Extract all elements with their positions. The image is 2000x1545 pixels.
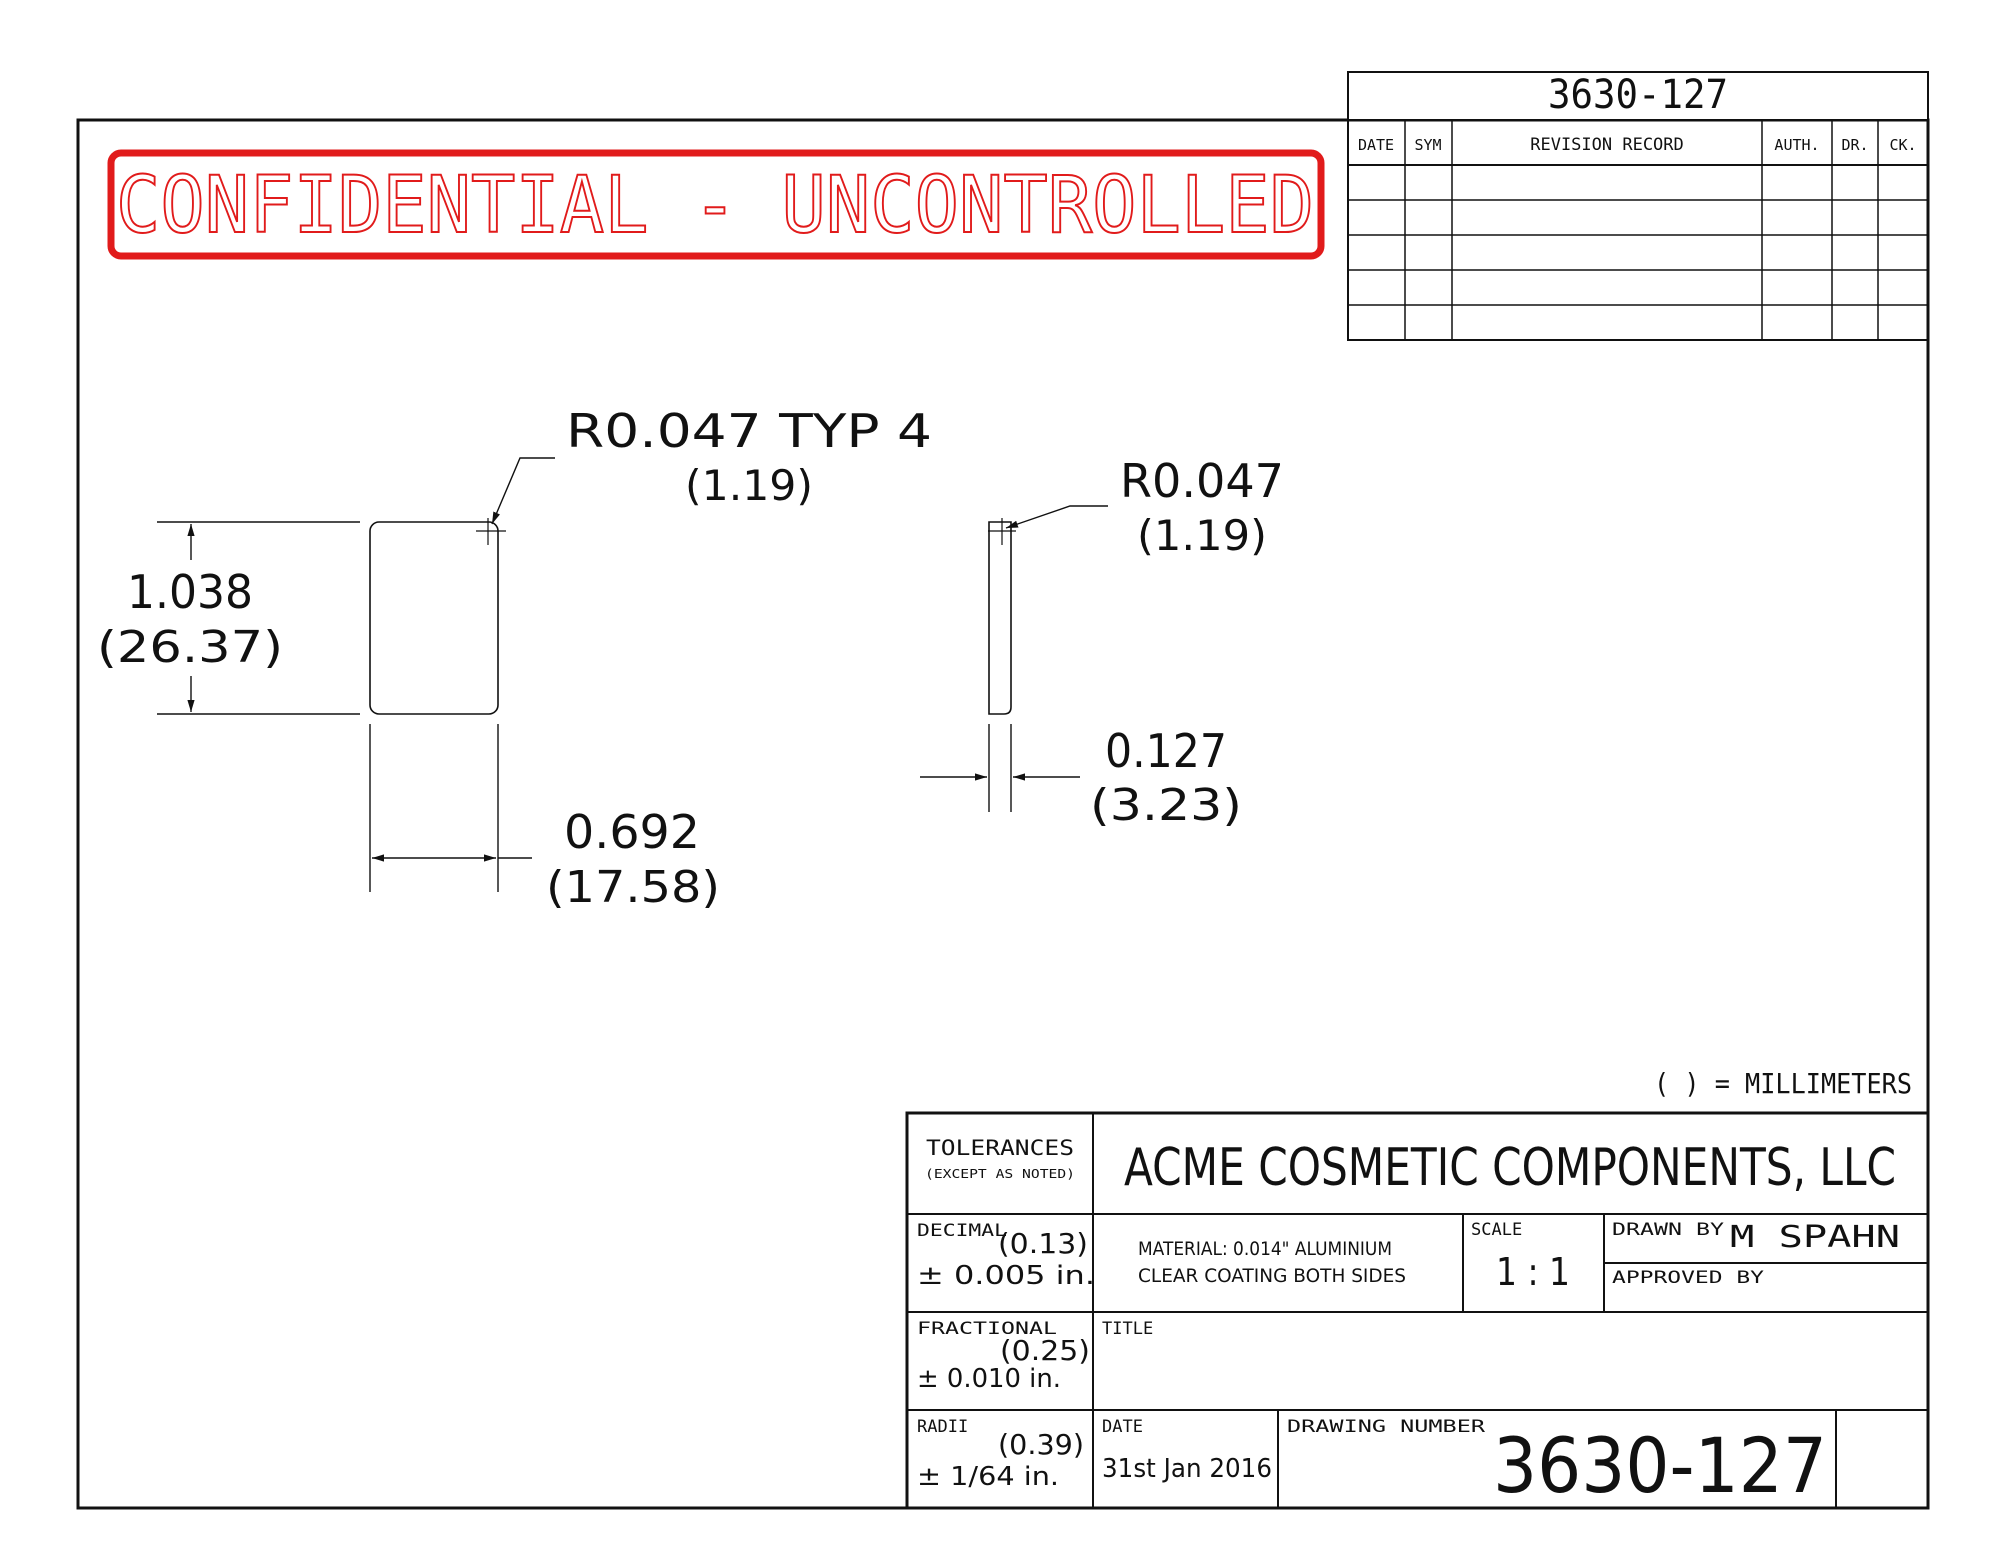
company-name: ACME COSMETIC COMPONENTS, LLC — [1124, 1138, 1896, 1198]
radius-side-mm: (1.19) — [1137, 511, 1267, 560]
units-note: ( ) = MILLIMETERS — [1654, 1067, 1912, 1100]
rev-col-date: DATE — [1358, 136, 1394, 154]
revision-table: DATE SYM REVISION RECORD AUTH. DR. CK. — [1347, 119, 1929, 341]
header-number: 3630-127 — [1548, 72, 1728, 118]
drawing-number-value: 3630-127 — [1493, 1421, 1827, 1510]
side-view: R0.047 (1.19) 0.127 (3.23) — [920, 454, 1284, 831]
radius-typ-mm: (1.19) — [685, 461, 813, 510]
date-value: 31st Jan 2016 — [1102, 1454, 1272, 1484]
fractional-mm: (0.25) — [1000, 1334, 1090, 1367]
date-label: DATE — [1102, 1417, 1143, 1437]
thickness-label: 0.127 — [1105, 724, 1227, 778]
stamp-text: CONFIDENTIAL - UNCONTROLLED — [116, 161, 1314, 251]
rev-col-sym: SYM — [1414, 136, 1441, 154]
radii-value: ± 1/64 in. — [917, 1462, 1059, 1492]
side-view-outline — [988, 521, 1012, 715]
drawn-by-value: M SPAHN — [1730, 1220, 1900, 1255]
front-view: R0.047 TYP 4 (1.19) 1.038 (26.37) 0.692 … — [97, 404, 932, 913]
front-view-outline — [369, 521, 499, 715]
scale-label: SCALE — [1471, 1220, 1522, 1240]
material-line-2: CLEAR COATING BOTH SIDES — [1138, 1265, 1406, 1287]
fractional-label: FRACTIONAL — [917, 1319, 1057, 1339]
title-block: TOLERANCES (EXCEPT AS NOTED) ACME COSMET… — [905, 1111, 1930, 1510]
height-label: 1.038 — [127, 565, 253, 619]
fractional-value: ± 0.010 in. — [917, 1364, 1061, 1394]
decimal-value: ± 0.005 in. — [917, 1261, 1095, 1291]
tolerances-label: TOLERANCES — [926, 1136, 1074, 1160]
width-mm: (17.58) — [546, 862, 720, 913]
decimal-mm: (0.13) — [998, 1227, 1088, 1260]
radii-label: RADII — [917, 1417, 968, 1437]
width-label: 0.692 — [564, 805, 700, 859]
rev-col-ck: CK. — [1889, 136, 1916, 154]
scale-value: 1 : 1 — [1496, 1250, 1570, 1294]
radius-typ-label: R0.047 TYP 4 — [566, 404, 932, 458]
radii-mm: (0.39) — [998, 1428, 1084, 1461]
sheet-border — [76, 118, 1930, 1510]
drawn-by-label: DRAWN BY — [1612, 1220, 1724, 1240]
tolerances-note: (EXCEPT AS NOTED) — [925, 1167, 1075, 1181]
material-line-1: MATERIAL: 0.014" ALUMINIUM — [1138, 1238, 1392, 1260]
radius-side-label: R0.047 — [1120, 454, 1284, 508]
rev-col-record: REVISION RECORD — [1530, 135, 1684, 155]
confidential-stamp: CONFIDENTIAL - UNCONTROLLED — [107, 149, 1325, 260]
approved-by-label: APPROVED BY — [1612, 1268, 1764, 1288]
title-label: TITLE — [1102, 1319, 1153, 1339]
header-number-box — [1347, 71, 1929, 121]
height-mm: (26.37) — [97, 622, 283, 673]
drawing-number-label: DRAWING NUMBER — [1287, 1417, 1486, 1437]
rev-col-auth: AUTH. — [1774, 136, 1819, 154]
decimal-label: DECIMAL — [917, 1221, 1007, 1241]
rev-col-dr: DR. — [1841, 136, 1868, 154]
thickness-mm: (3.23) — [1090, 780, 1242, 831]
